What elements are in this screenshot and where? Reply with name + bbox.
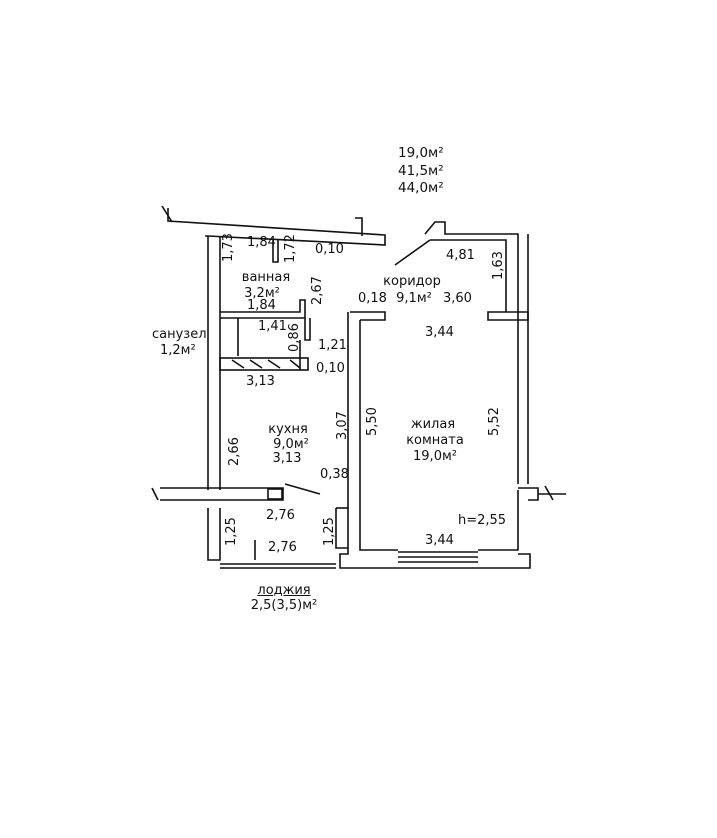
window-living [398, 551, 478, 563]
dim-kitchen-door: 0,38 [320, 467, 349, 482]
wall-top-left [167, 208, 386, 246]
room-loggia-name: лоджия [257, 583, 311, 598]
kitchen-counter [219, 357, 309, 371]
wall-living-top-right [487, 311, 529, 321]
wall-break-right [544, 485, 554, 501]
dim-corridor-top: 4,81 [446, 248, 475, 263]
dim-loggia-bottom: 2,76 [268, 540, 297, 555]
wall-corridor-top [424, 221, 519, 484]
wall-lower-left [160, 487, 284, 501]
room-corridor-area: 9,1м² [396, 291, 432, 306]
dim-bath-gap: 0,10 [315, 242, 344, 257]
wall-lower-block [267, 488, 283, 500]
wall-top-right-stub [355, 217, 363, 236]
dim-kitchen-right: 3,07 [335, 411, 350, 440]
wall-corridor-top-inner [430, 239, 507, 312]
dim-bath-inner: 1,72 [283, 234, 298, 263]
room-living-name-line1: жилая [410, 417, 456, 432]
dim-kitchen-left: 2,66 [227, 437, 242, 466]
wall-right-stub [518, 487, 566, 501]
wall-living-top [350, 311, 386, 321]
room-toilet-name: санузел [152, 327, 207, 342]
wall-living-left [339, 312, 531, 569]
wall-break-lower [151, 487, 159, 501]
area-living-summary: 19,0м² [398, 145, 444, 161]
door-swing-corridor [394, 239, 431, 266]
dim-corridor-mid: 1,21 [318, 338, 347, 353]
wall-break-left [161, 205, 173, 223]
area-total-summary: 44,0м² [398, 180, 444, 196]
dim-living-bottom: 3,44 [425, 533, 454, 548]
stove-marks [231, 359, 301, 369]
dim-loggia-top: 2,76 [266, 508, 295, 523]
bath-partition-vertical [272, 240, 279, 263]
ceiling-height: h=2,55 [458, 513, 507, 528]
dim-living-right: 5,52 [487, 407, 502, 436]
toilet-wall-right [304, 318, 311, 341]
dim-kitchen-width-mid: 3,13 [272, 451, 302, 466]
wall-loggia-right [335, 508, 348, 549]
area-useful-summary: 41,5м² [398, 163, 444, 179]
dim-living-top: 3,44 [425, 325, 454, 340]
dim-bath-width-top: 1,84 [247, 235, 276, 250]
dim-corridor-gap: 0,18 [358, 291, 387, 306]
wall-living-left-inner [359, 320, 398, 551]
kitchen-door [284, 483, 321, 495]
dim-living-left: 5,50 [365, 407, 380, 436]
room-kitchen-area: 9,0м² [273, 437, 309, 452]
dim-toilet-height: 0,86 [287, 323, 302, 352]
dim-loggia-left: 1,25 [224, 517, 239, 546]
room-kitchen-name: кухня [268, 422, 308, 437]
room-toilet-area: 1,2м² [160, 343, 196, 358]
dim-toilet-width: 1,41 [258, 319, 287, 334]
room-loggia-area: 2,5(3,5)м² [250, 598, 318, 613]
wall-living-bottom-inner [478, 490, 519, 551]
room-living-name-line2: комната [406, 433, 464, 448]
dim-corridor-width: 3,60 [443, 291, 472, 306]
dim-corridor-right: 1,63 [491, 251, 506, 280]
dim-kitchen-gap: 0,10 [316, 361, 345, 376]
room-bathroom-area: 3,2м² [244, 286, 280, 301]
bath-partition-bottom [220, 299, 306, 319]
room-corridor-name: коридор [383, 274, 441, 289]
dim-bath-height: 1,73 [221, 233, 236, 262]
dim-bath-width-bottom: 1,84 [247, 298, 276, 313]
wall-loggia-left [207, 508, 221, 561]
room-living-area: 19,0м² [413, 449, 457, 464]
dim-loggia-right: 1,25 [322, 517, 337, 546]
dim-kitchen-width-top: 3,13 [246, 374, 275, 389]
dim-bath-right: 2,67 [310, 276, 325, 305]
room-bathroom-name: ванная [241, 270, 291, 285]
